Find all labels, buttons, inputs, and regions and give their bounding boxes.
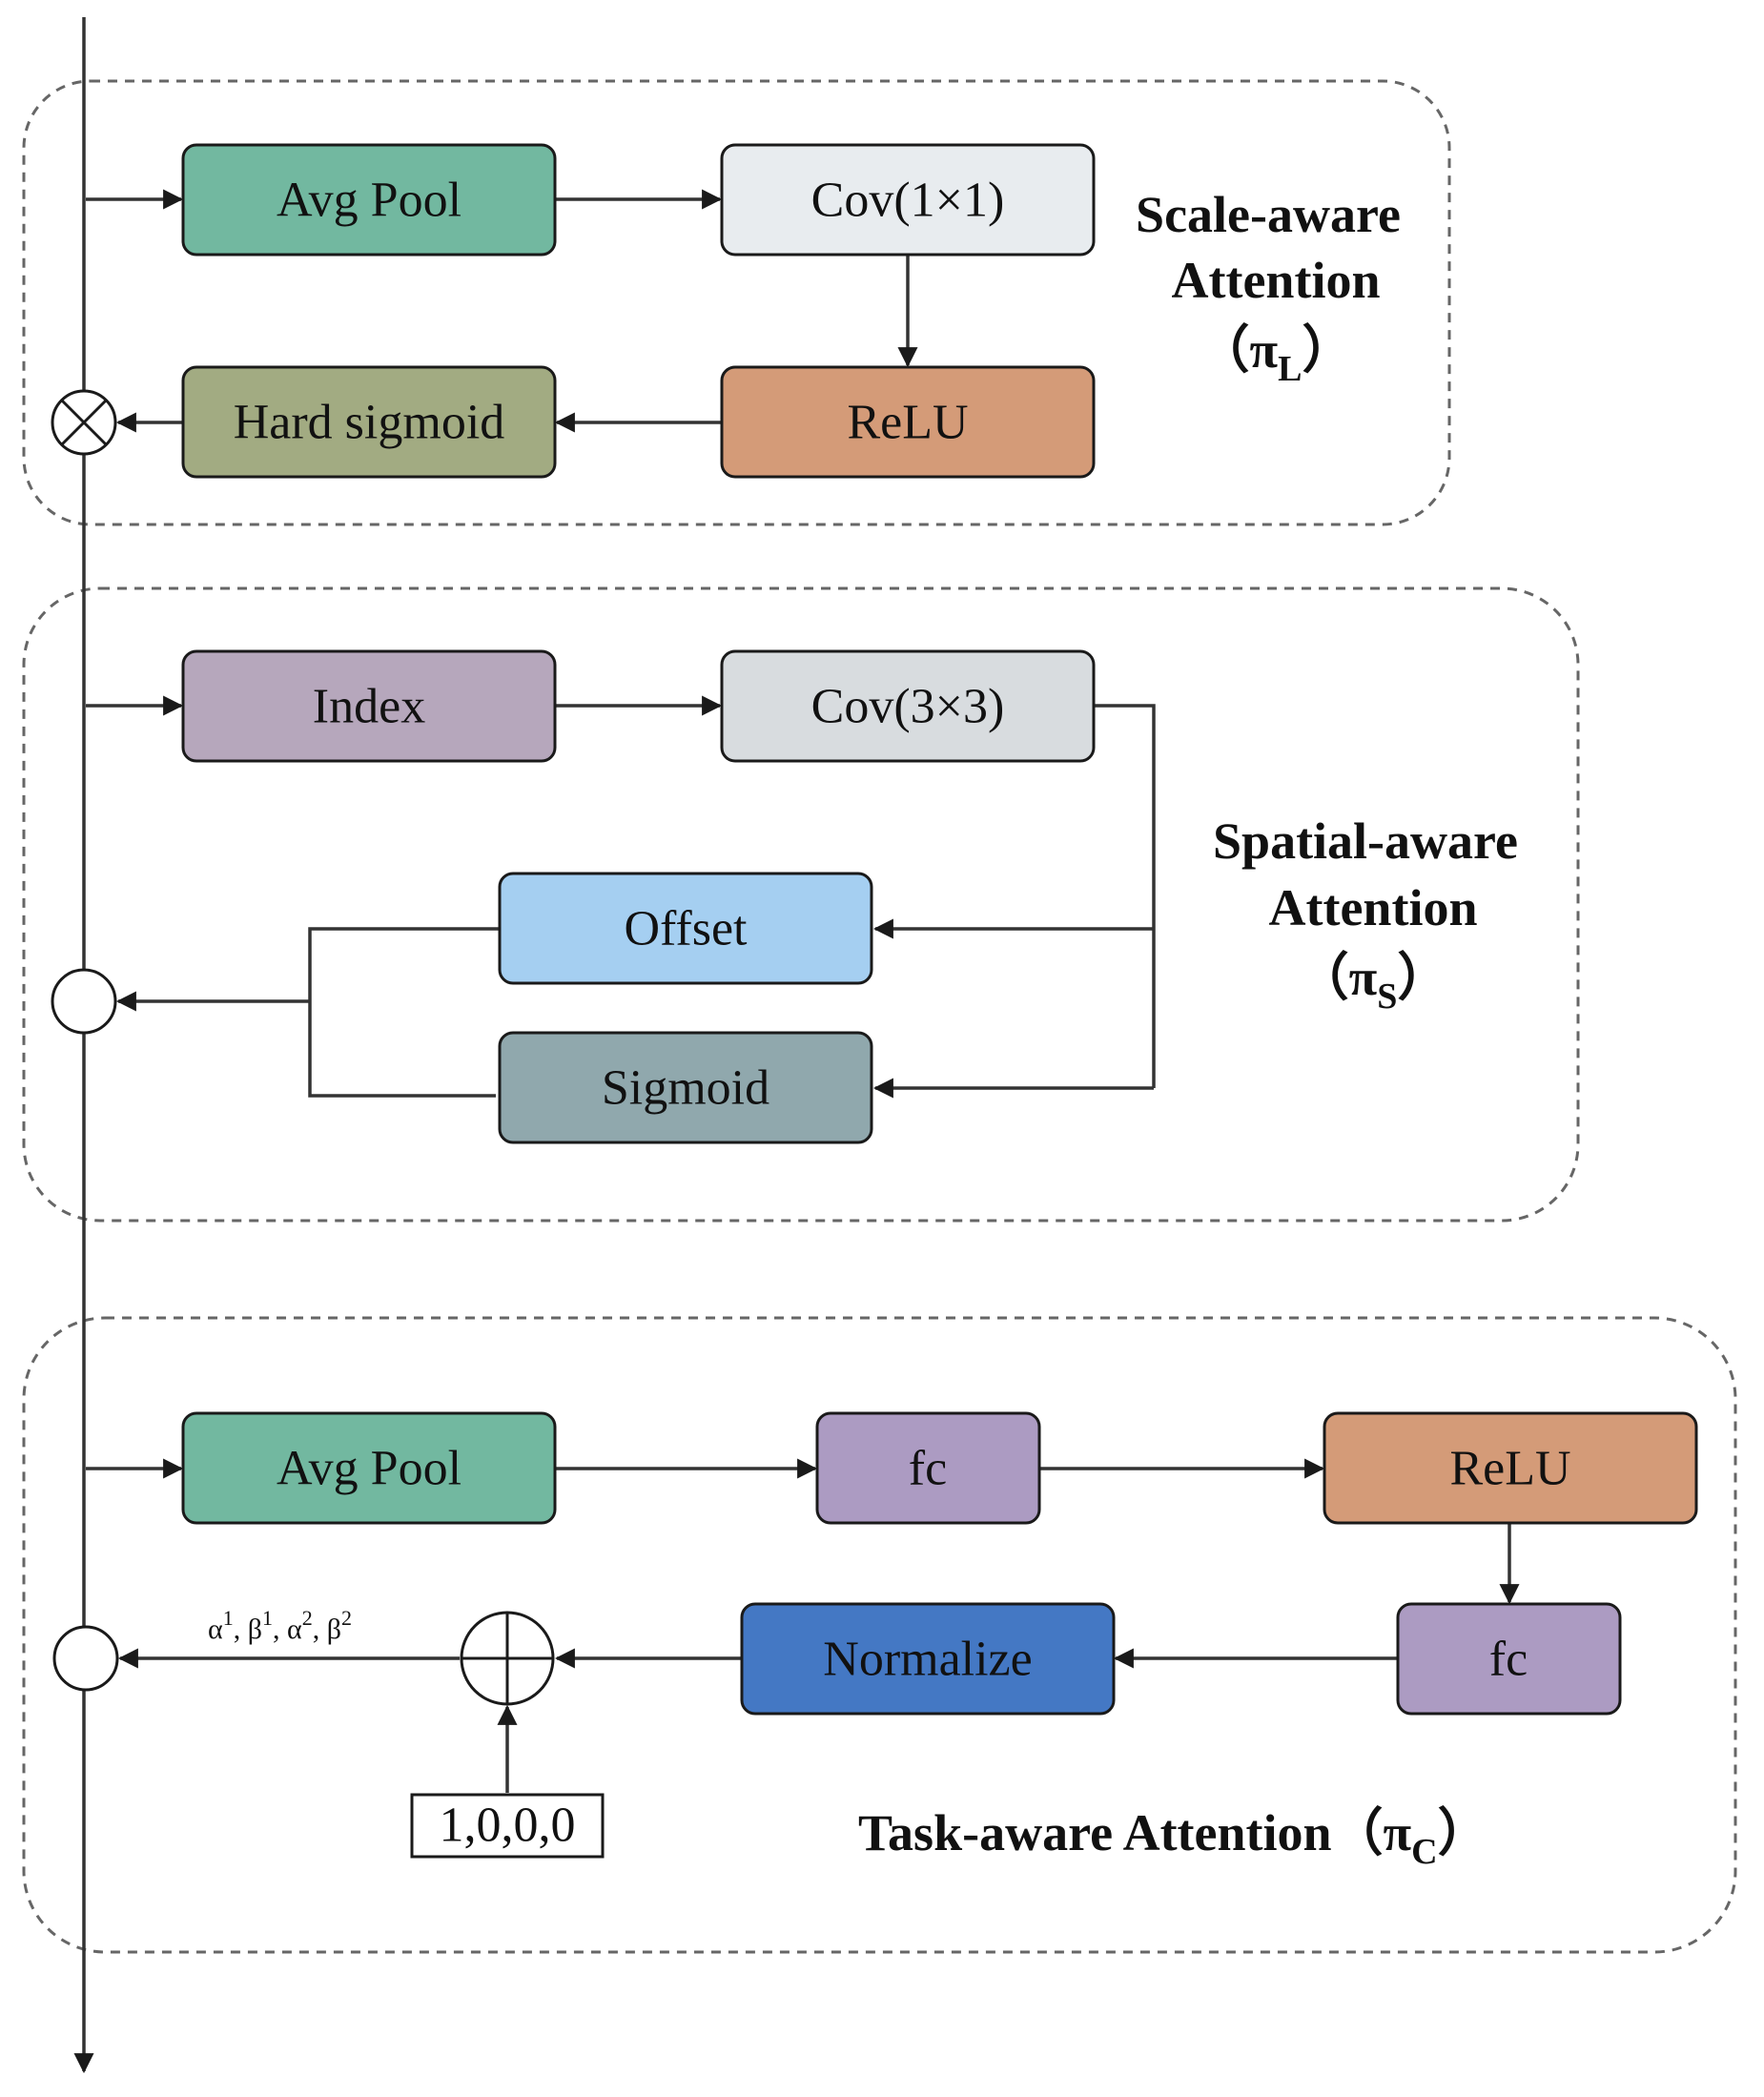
index-box <box>181 649 557 763</box>
index-label: Index <box>313 680 425 734</box>
cov3x3-box <box>720 649 1096 763</box>
param-alpha-1: α <box>208 1614 223 1645</box>
task-avg-pool-box <box>181 1411 557 1525</box>
normalize-label: Normalize <box>823 1633 1032 1687</box>
hard-sigmoid-label: Hard sigmoid <box>234 396 505 450</box>
spatial-aware-title-line1: Spatial-aware <box>1213 812 1518 870</box>
normalize-box <box>740 1602 1116 1716</box>
scale-symbol-sub: L <box>1278 349 1302 389</box>
param-sep-2: , <box>273 1614 287 1645</box>
scale-symbol-pi: π <box>1250 321 1279 379</box>
spatial-symbol-close: ） <box>1397 949 1448 1006</box>
task-aware-group <box>22 1316 1737 1954</box>
task-combine-node <box>52 1625 119 1692</box>
task-symbol-open: （ <box>1332 1804 1384 1861</box>
task-avg-pool-label: Avg Pool <box>277 1442 462 1496</box>
init-value-box <box>410 1793 605 1859</box>
scale-relu-box <box>720 365 1096 479</box>
cov1x1-label: Cov(1×1) <box>811 174 1005 228</box>
multiply-icon-stroke-b <box>60 399 108 446</box>
offset-box <box>498 872 873 985</box>
task-symbol-sub: C <box>1411 1832 1437 1872</box>
sigmoid-box <box>498 1031 873 1144</box>
param-beta-2-sup: 2 <box>341 1606 352 1630</box>
task-title-text: Task-aware Attention <box>858 1804 1332 1861</box>
fc-label-1: fc <box>909 1442 947 1496</box>
spatial-combine-node <box>51 968 117 1035</box>
scale-symbol-close: ） <box>1302 321 1353 379</box>
task-symbol-close: ） <box>1438 1804 1489 1861</box>
param-alpha-2-sup: 2 <box>302 1606 313 1630</box>
param-sep-3: , <box>313 1614 327 1645</box>
scale-avg-pool-box <box>181 143 557 257</box>
offset-label: Offset <box>624 902 748 956</box>
spatial-aware-group <box>22 586 1580 1223</box>
task-aware-title: Task-aware Attention（πC） <box>858 1804 1489 1872</box>
scale-relu-label: ReLU <box>847 396 968 450</box>
spatial-symbol-pi: π <box>1349 949 1378 1006</box>
scale-avg-pool-label: Avg Pool <box>277 174 462 228</box>
cov3x3-label: Cov(3×3) <box>811 680 1005 734</box>
param-sep-1: , <box>234 1614 248 1645</box>
task-symbol-pi: π <box>1384 1804 1412 1861</box>
cov3-branch-line <box>1094 704 1156 1088</box>
spatial-symbol-open: （ <box>1298 949 1349 1006</box>
fc-label-2: fc <box>1489 1633 1528 1687</box>
spatial-aware-symbol: （πS） <box>1298 949 1449 1017</box>
param-alpha-1-sup: 1 <box>223 1606 234 1630</box>
scale-aware-symbol: （πL） <box>1199 321 1354 389</box>
param-beta-2: β <box>327 1614 341 1645</box>
dynamic-params-label: α1, β1, α2, β2 <box>208 1606 352 1645</box>
spatial-aware-title-line2: Attention <box>1269 879 1478 936</box>
task-relu-box <box>1323 1411 1698 1525</box>
param-alpha-2: α <box>287 1614 302 1645</box>
scale-symbol-open: （ <box>1199 321 1250 379</box>
scale-aware-group <box>22 79 1451 526</box>
param-beta-1: β <box>248 1614 262 1645</box>
fc-box-1 <box>815 1411 1041 1525</box>
hard-sigmoid-box <box>181 365 557 479</box>
sigmoid-label: Sigmoid <box>602 1061 769 1116</box>
init-value-label: 1,0,0,0 <box>440 1799 576 1853</box>
spatial-symbol-sub: S <box>1377 977 1397 1017</box>
fc-box-2 <box>1396 1602 1622 1716</box>
task-relu-label: ReLU <box>1449 1442 1570 1496</box>
cov1x1-box <box>720 143 1096 257</box>
offset-merge-line <box>308 927 500 1098</box>
scale-aware-title-line1: Scale-aware <box>1136 186 1401 243</box>
param-beta-1-sup: 1 <box>262 1606 273 1630</box>
scale-aware-title-line2: Attention <box>1172 252 1381 309</box>
